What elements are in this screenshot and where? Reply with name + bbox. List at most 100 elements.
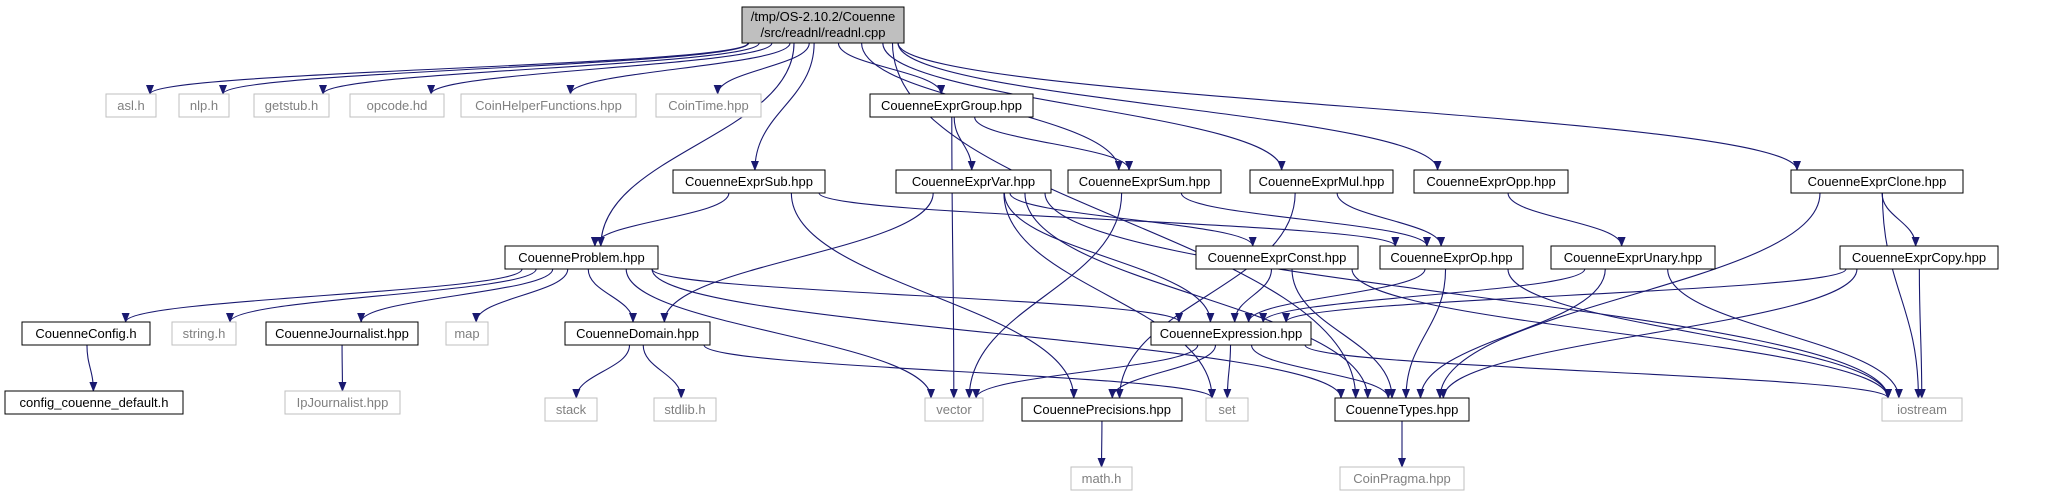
- node-box-exprsub[interactable]: [672, 169, 826, 194]
- node-configdefault[interactable]: config_couenne_default.h: [4, 390, 184, 415]
- edge-exprvar-to-expression: [1003, 192, 1215, 323]
- edge-exprvar-to-exprconst: [1009, 192, 1257, 247]
- edge-exprconst-to-expression: [1230, 268, 1273, 323]
- edge-exprvar-to-set: [1003, 192, 1216, 399]
- node-box-exprsum[interactable]: [1067, 169, 1222, 194]
- node-box-config[interactable]: [21, 321, 151, 346]
- node-map: map: [445, 321, 489, 346]
- node-exprgroup[interactable]: CouenneExprGroup.hpp: [869, 93, 1034, 118]
- node-label-stdlib: stdlib.h: [664, 402, 705, 417]
- node-box-ipjournalist: [284, 390, 401, 415]
- node-box-expropp[interactable]: [1413, 169, 1569, 194]
- node-box-exprconst[interactable]: [1195, 245, 1359, 270]
- node-box-configdefault[interactable]: [4, 390, 184, 415]
- node-label-config: CouenneConfig.h: [35, 326, 136, 341]
- node-label-coinhelper: CoinHelperFunctions.hpp: [475, 98, 622, 113]
- node-exprcopy[interactable]: CouenneExprCopy.hpp: [1839, 245, 1999, 270]
- node-label-getstub: getstub.h: [265, 98, 319, 113]
- node-exprsum[interactable]: CouenneExprSum.hpp: [1067, 169, 1222, 194]
- node-label-nlp: nlp.h: [190, 98, 218, 113]
- edge-exprconst-to-types: [1291, 268, 1396, 399]
- edge-problem-to-types: [651, 268, 1345, 399]
- edge-exprsub-to-exprop: [818, 192, 1400, 247]
- edge-problem-to-config: [121, 268, 523, 323]
- root-node-line1: /tmp/OS-2.10.2/Couenne: [751, 9, 896, 24]
- root-node-box[interactable]: [741, 6, 905, 44]
- node-label-vector: vector: [936, 402, 972, 417]
- edge-exprgroup-to-exprsum: [974, 116, 1134, 171]
- node-label-expropp: CouenneExprOpp.hpp: [1426, 174, 1555, 189]
- edge-root-to-exprclone: [897, 42, 1801, 171]
- node-box-exprcopy[interactable]: [1839, 245, 1999, 270]
- node-label-domain: CouenneDomain.hpp: [576, 326, 699, 341]
- edge-exprop-to-iostream: [1507, 268, 1892, 399]
- edge-root-to-cointime: [713, 42, 810, 95]
- node-domain[interactable]: CouenneDomain.hpp: [564, 321, 711, 346]
- node-box-problem[interactable]: [504, 245, 659, 270]
- edge-exprsum-to-vector: [965, 192, 1123, 399]
- node-stringh: string.h: [171, 321, 237, 346]
- node-exprvar[interactable]: CouenneExprVar.hpp: [895, 169, 1052, 194]
- root-node[interactable]: /tmp/OS-2.10.2/Couenne /src/readnl/readn…: [741, 6, 905, 44]
- node-box-exprvar[interactable]: [895, 169, 1052, 194]
- edge-exprgroup-to-vector: [949, 116, 958, 399]
- edge-exprclone-to-iostream: [1881, 192, 1923, 399]
- edge-root-to-opcode: [427, 42, 773, 95]
- edge-exprsum-to-exprop: [1180, 192, 1431, 247]
- node-label-set: set: [1218, 402, 1236, 417]
- edge-problem-to-stringh: [226, 268, 537, 323]
- edge-root-to-getstub: [319, 42, 760, 95]
- edge-root-to-exprsub: [750, 42, 815, 171]
- node-label-iostream: iostream: [1897, 402, 1947, 417]
- edge-exprmul-to-precisions: [1115, 192, 1296, 399]
- node-box-journalist[interactable]: [265, 321, 419, 346]
- node-box-exprunary[interactable]: [1550, 245, 1716, 270]
- node-label-exprconst: CouenneExprConst.hpp: [1208, 250, 1347, 265]
- node-box-exprgroup[interactable]: [869, 93, 1034, 118]
- edge-config-to-configdefault: [86, 344, 98, 392]
- node-precisions[interactable]: CouennePrecisions.hpp: [1021, 397, 1183, 422]
- edge-root-to-nlp: [219, 42, 750, 95]
- node-exprunary[interactable]: CouenneExprUnary.hpp: [1550, 245, 1716, 270]
- node-box-asl: [105, 93, 157, 118]
- node-types[interactable]: CouenneTypes.hpp: [1334, 397, 1470, 422]
- node-exprop[interactable]: CouenneExprOp.hpp: [1379, 245, 1524, 270]
- node-label-exprclone: CouenneExprClone.hpp: [1808, 174, 1947, 189]
- node-label-exprunary: CouenneExprUnary.hpp: [1564, 250, 1703, 265]
- edge-exprcopy-to-iostream: [1917, 268, 1926, 399]
- node-problem[interactable]: CouenneProblem.hpp: [504, 245, 659, 270]
- node-exprclone[interactable]: CouenneExprClone.hpp: [1790, 169, 1964, 194]
- node-box-precisions[interactable]: [1021, 397, 1183, 422]
- edge-expression-to-types: [1250, 344, 1393, 399]
- node-expression[interactable]: CouenneExpression.hpp: [1150, 321, 1312, 346]
- node-getstub: getstub.h: [253, 93, 330, 118]
- node-box-types[interactable]: [1334, 397, 1470, 422]
- edge-problem-to-expression: [651, 268, 1183, 323]
- node-config[interactable]: CouenneConfig.h: [21, 321, 151, 346]
- edge-root-to-asl: [146, 42, 749, 95]
- node-label-exprvar: CouenneExprVar.hpp: [912, 174, 1035, 189]
- edge-exprvar-to-types: [1024, 192, 1372, 399]
- node-box-exprmul[interactable]: [1249, 169, 1394, 194]
- node-exprmul[interactable]: CouenneExprMul.hpp: [1249, 169, 1394, 194]
- node-stack: stack: [544, 397, 598, 422]
- node-exprsub[interactable]: CouenneExprSub.hpp: [672, 169, 826, 194]
- node-box-mathh: [1070, 466, 1133, 491]
- node-box-set: [1205, 397, 1249, 422]
- node-box-exprop[interactable]: [1379, 245, 1524, 270]
- node-exprconst[interactable]: CouenneExprConst.hpp: [1195, 245, 1359, 270]
- node-label-configdefault: config_couenne_default.h: [20, 395, 169, 410]
- node-label-exprcopy: CouenneExprCopy.hpp: [1852, 250, 1986, 265]
- node-box-domain[interactable]: [564, 321, 711, 346]
- edge-expression-to-precisions: [1108, 344, 1217, 399]
- node-box-cointime: [655, 93, 762, 118]
- node-journalist[interactable]: CouenneJournalist.hpp: [265, 321, 419, 346]
- node-label-coinpragma: CoinPragma.hpp: [1353, 471, 1451, 486]
- node-expropp[interactable]: CouenneExprOpp.hpp: [1413, 169, 1569, 194]
- node-box-exprclone[interactable]: [1790, 169, 1964, 194]
- node-box-nlp: [178, 93, 230, 118]
- node-box-expression[interactable]: [1150, 321, 1312, 346]
- edge-exprop-to-expression: [1244, 268, 1426, 323]
- edge-expropp-to-exprunary: [1507, 192, 1626, 247]
- node-label-exprmul: CouenneExprMul.hpp: [1259, 174, 1385, 189]
